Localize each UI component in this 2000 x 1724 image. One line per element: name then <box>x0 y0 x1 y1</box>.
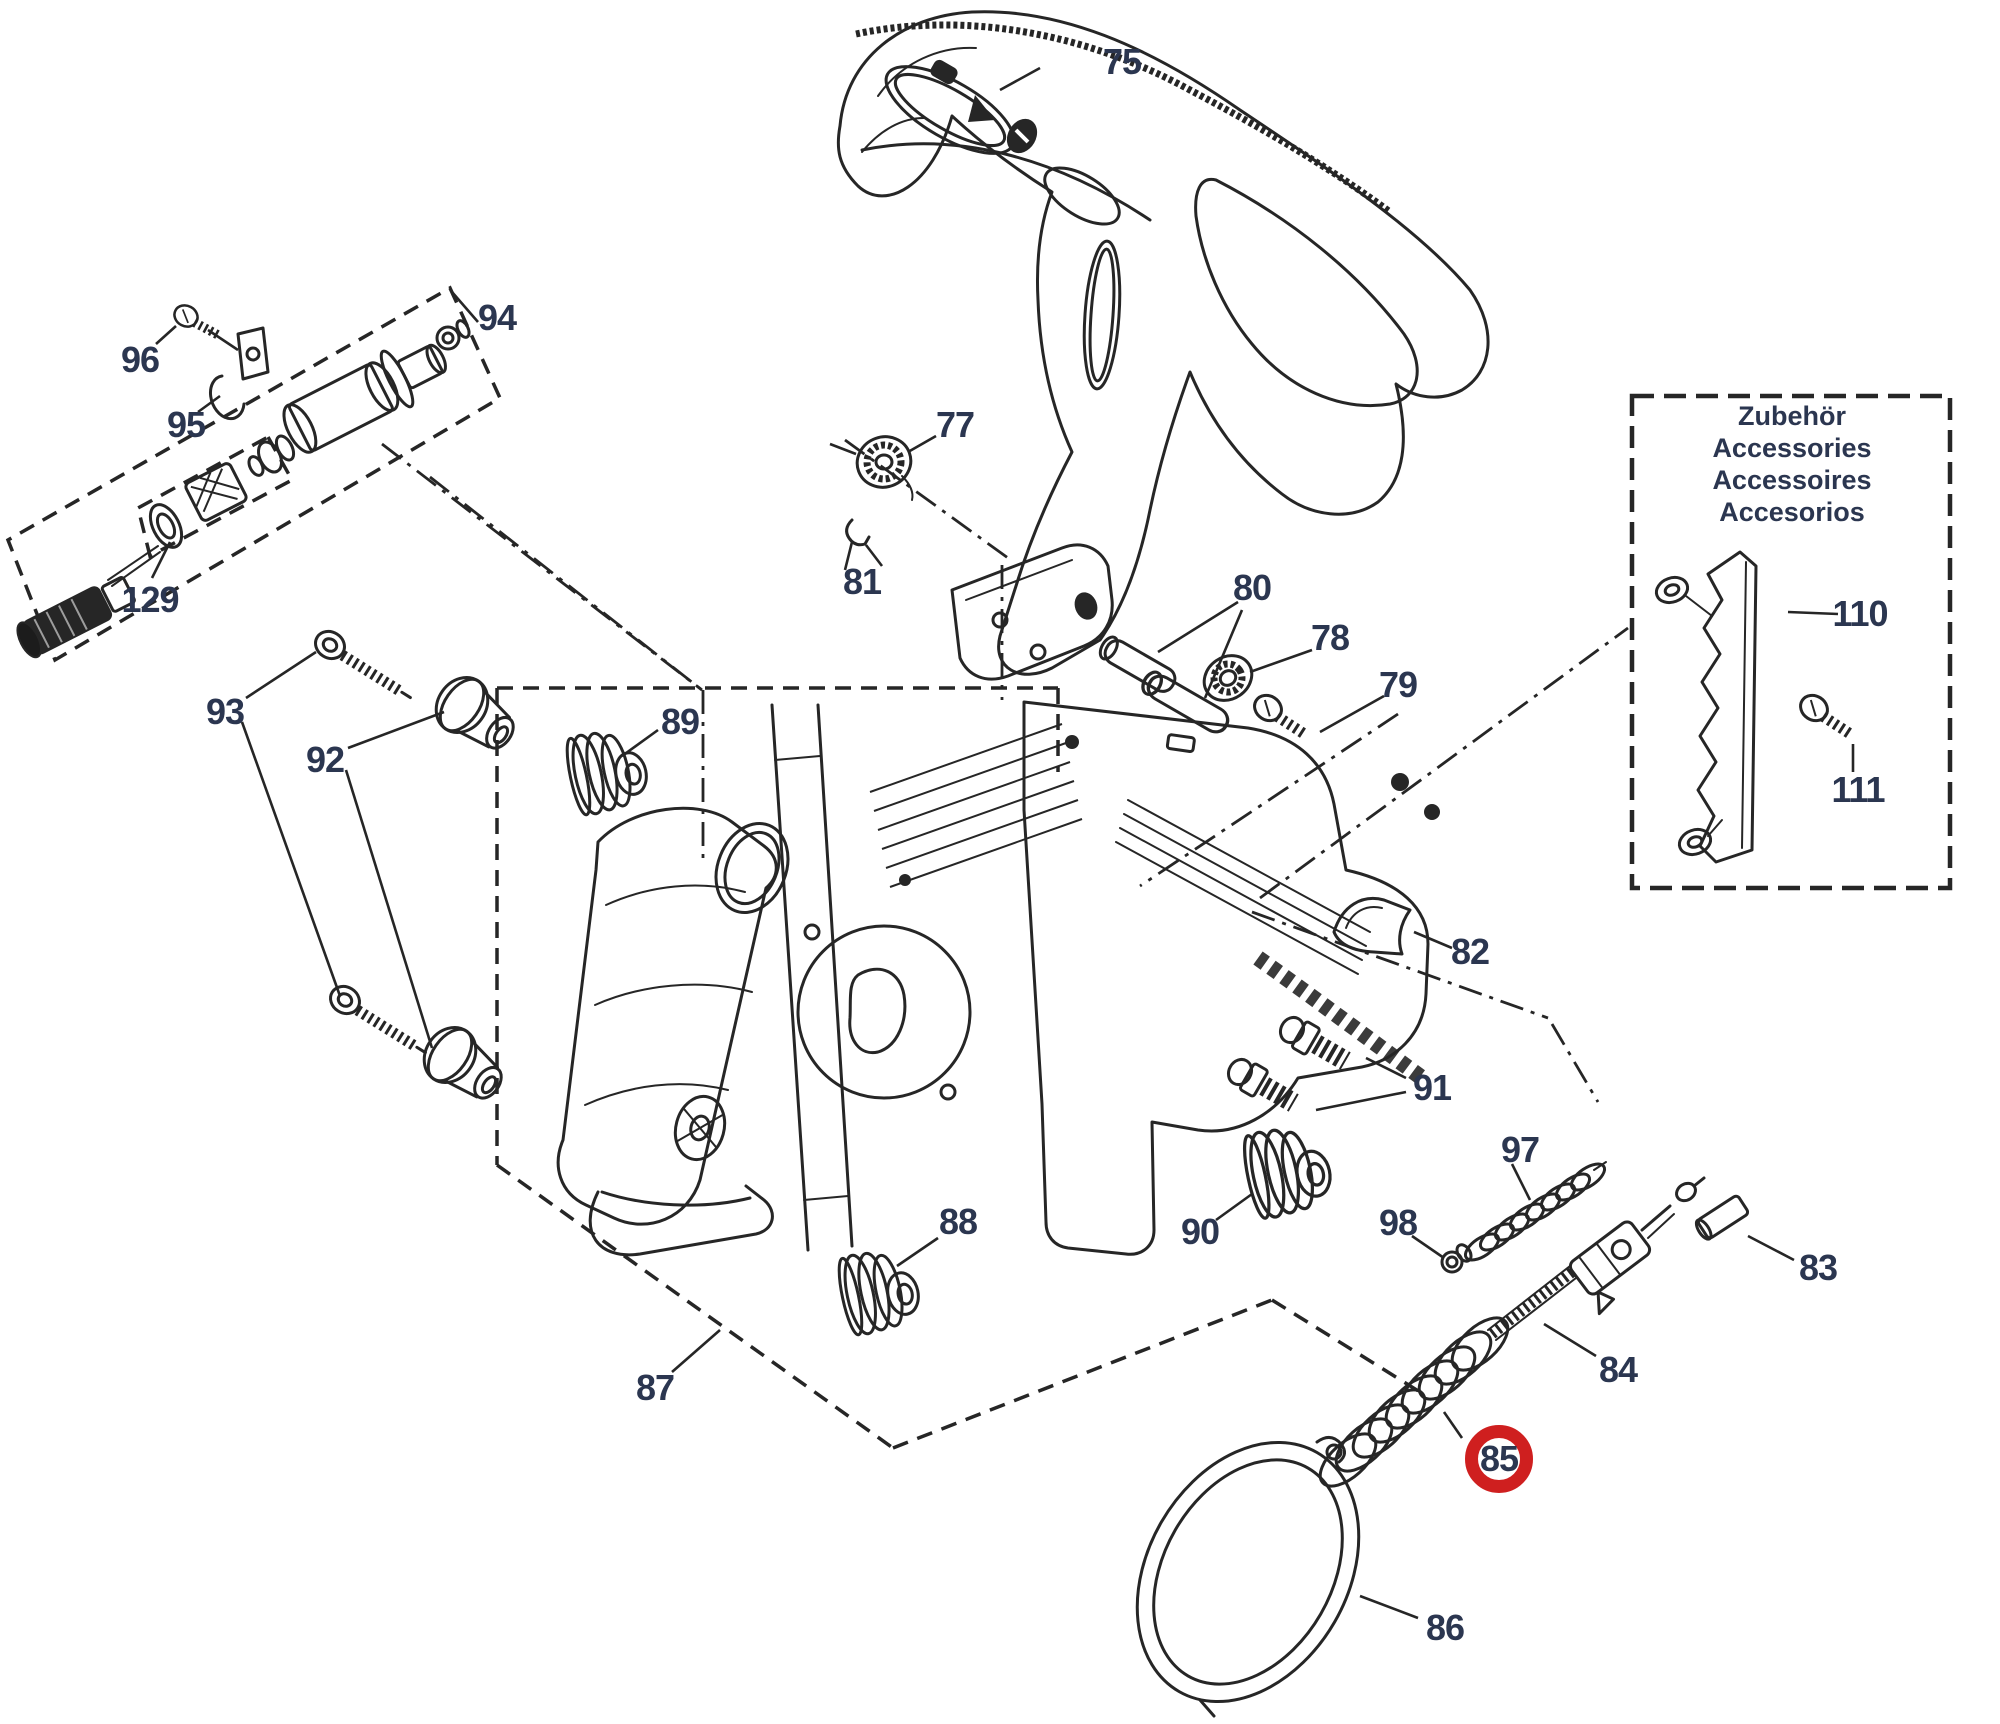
part-label-86[interactable]: 86 <box>1425 1607 1465 1648</box>
part-97-spring-screw <box>1463 1161 1607 1262</box>
part-label-95[interactable]: 95 <box>166 404 206 445</box>
part-label-81[interactable]: 81 <box>842 561 882 602</box>
accessories-box-title: Zubehör Accessories Accessoires Accesori… <box>1642 400 1942 528</box>
part-label-84[interactable]: 84 <box>1598 1349 1638 1390</box>
dashed-box-94 <box>5 285 503 663</box>
part-98-nut <box>1440 1243 1473 1274</box>
part-label-90[interactable]: 90 <box>1180 1211 1220 1252</box>
part-label-93[interactable]: 93 <box>205 691 245 732</box>
part-label-75[interactable]: 75 <box>1102 41 1142 82</box>
accessories-box <box>1629 393 1953 891</box>
part-110-spike-bumper <box>1654 550 1758 864</box>
leader-lines <box>150 66 1855 1620</box>
part-111-screw <box>1796 690 1858 742</box>
part-label-77[interactable]: 77 <box>935 404 975 445</box>
part-label-80[interactable]: 80 <box>1232 567 1272 608</box>
part-86-brake-band <box>1135 1436 1361 1718</box>
part-83-pin <box>1694 1194 1750 1241</box>
part-95-bracket <box>209 326 270 421</box>
part-label-79[interactable]: 79 <box>1378 664 1418 705</box>
part-label-89[interactable]: 89 <box>660 701 700 742</box>
part-label-97[interactable]: 97 <box>1500 1129 1540 1170</box>
part-94-shaft-assembly <box>16 319 471 659</box>
part-label-98[interactable]: 98 <box>1378 1202 1418 1243</box>
part-129-shaft-end <box>16 576 136 659</box>
accessories-title-en: Accessories <box>1712 433 1872 463</box>
part-label-85[interactable]: 85 <box>1479 1438 1519 1479</box>
part-label-96[interactable]: 96 <box>120 339 160 380</box>
part-91-plugs <box>1223 1012 1353 1116</box>
alignment-axes <box>381 438 1629 1103</box>
part-81-clip <box>845 518 871 547</box>
part-label-83[interactable]: 83 <box>1798 1247 1838 1288</box>
housing-87 <box>556 700 1440 1257</box>
accessories-title-de: Zubehör <box>1738 401 1846 431</box>
part-label-82[interactable]: 82 <box>1450 931 1490 972</box>
part-label-92[interactable]: 92 <box>305 739 345 780</box>
part-84-tensioner <box>1487 1176 1706 1341</box>
part-label-78[interactable]: 78 <box>1310 617 1350 658</box>
part-75-top-handle <box>836 10 1490 681</box>
part-82-elbow <box>1332 897 1412 956</box>
dashed-box-87 <box>495 686 1421 1450</box>
part-79-screw <box>1250 690 1312 742</box>
accessories-title-es: Accesorios <box>1719 497 1865 527</box>
accessories-title-fr: Accessoires <box>1712 465 1872 495</box>
part-label-129[interactable]: 129 <box>121 579 179 620</box>
part-89-buffer <box>560 722 654 819</box>
part-label-88[interactable]: 88 <box>938 1201 978 1242</box>
part-label-110[interactable]: 110 <box>1832 593 1888 634</box>
part-90-buffer <box>1237 1118 1339 1223</box>
part-85-spring <box>1318 1316 1510 1488</box>
part-label-87[interactable]: 87 <box>635 1367 675 1408</box>
part-label-94[interactable]: 94 <box>477 297 517 338</box>
part-label-91[interactable]: 91 <box>1412 1067 1452 1108</box>
part-label-111[interactable]: 111 <box>1831 769 1885 810</box>
part-77-grommet <box>855 435 914 501</box>
